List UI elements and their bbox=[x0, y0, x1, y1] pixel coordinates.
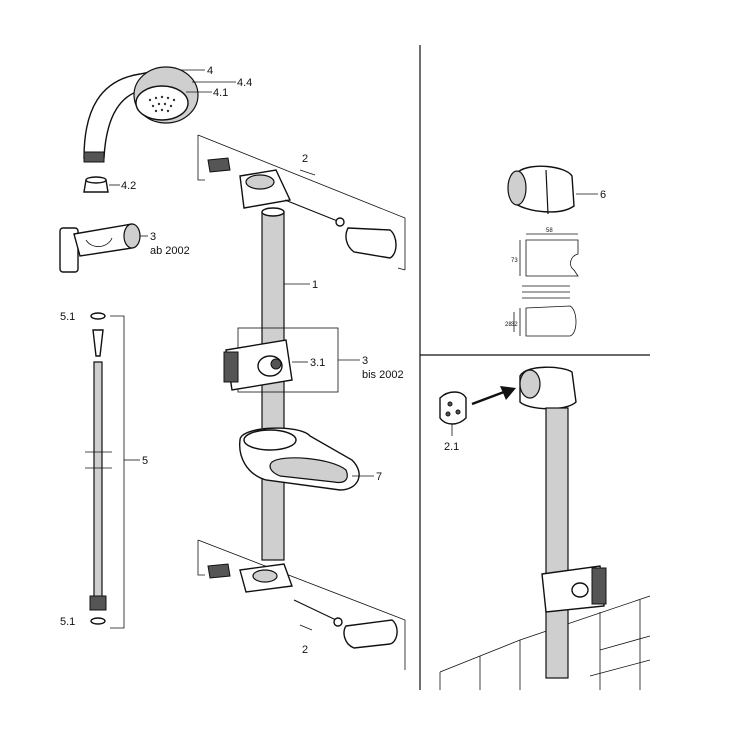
label-2-top: 2 bbox=[302, 153, 308, 165]
label-3-ab-2002: ab 2002 bbox=[150, 245, 190, 257]
label-7: 7 bbox=[376, 471, 382, 483]
leader-lines-shower-head bbox=[180, 69, 236, 93]
dimension-58: 58 bbox=[546, 228, 553, 234]
arrow-icon bbox=[471, 386, 516, 406]
label-3-holder: 3 bbox=[150, 231, 156, 243]
dimension-73: 73 bbox=[511, 258, 518, 264]
label-2-bottom: 2 bbox=[302, 644, 308, 656]
wall-holder-ab-2002 bbox=[59, 223, 148, 273]
slider-bis-2002 bbox=[223, 327, 360, 393]
label-5-1-bottom: 5.1 bbox=[60, 616, 75, 628]
label-3-bis-2002: bis 2002 bbox=[362, 369, 404, 381]
assembly-frames bbox=[197, 134, 406, 670]
soap-dish bbox=[239, 427, 374, 491]
label-1: 1 bbox=[312, 279, 318, 291]
holder-dimension-drawing bbox=[513, 233, 579, 337]
hand-shower-head bbox=[83, 66, 199, 163]
label-5-1-top: 5.1 bbox=[60, 311, 75, 323]
shower-hose bbox=[85, 312, 140, 629]
label-3-slider: 3 bbox=[362, 355, 368, 367]
label-4-1: 4.1 bbox=[213, 87, 228, 99]
label-4: 4 bbox=[207, 65, 213, 77]
installed-rail bbox=[519, 366, 607, 679]
mounting-plate bbox=[439, 391, 467, 436]
label-6: 6 bbox=[600, 189, 606, 201]
tiled-wall bbox=[439, 595, 651, 690]
dimension-28: 28 bbox=[505, 322, 512, 328]
dimension-32: 32 bbox=[511, 322, 518, 328]
hose-nut bbox=[83, 176, 120, 193]
label-2-1: 2.1 bbox=[444, 441, 459, 453]
label-3-1: 3.1 bbox=[310, 357, 325, 369]
panel-dividers bbox=[419, 45, 650, 690]
label-5: 5 bbox=[142, 455, 148, 467]
bottom-bracket-assembly bbox=[207, 563, 398, 649]
label-4-2: 4.2 bbox=[121, 180, 136, 192]
top-bracket-assembly bbox=[207, 157, 397, 259]
label-4-4: 4.4 bbox=[237, 77, 252, 89]
holder-six bbox=[507, 165, 598, 215]
